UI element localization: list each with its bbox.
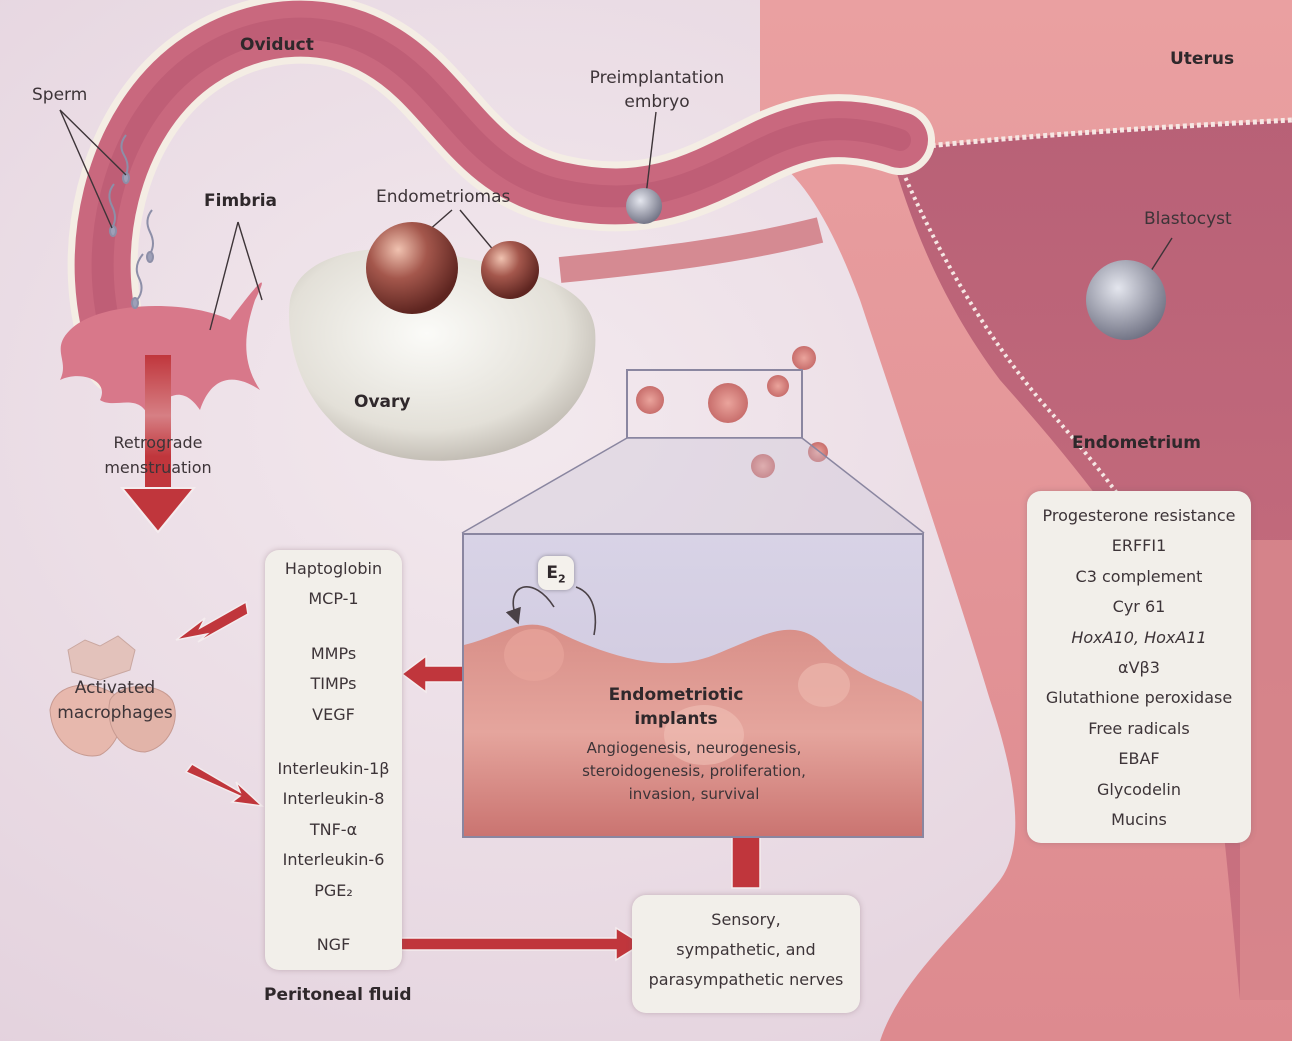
nerves-line1: Sensory, [711,910,781,929]
factor-item: MMPs [310,643,357,663]
label-oviduct: Oviduct [240,35,314,55]
endometrium-item: Free radicals [1088,718,1190,738]
nerves-line3: parasympathetic nerves [648,970,844,989]
macrophages-shape [49,635,176,757]
label-preimplantation-line2: embryo [624,92,690,112]
label-uterus: Uterus [1170,49,1235,69]
estradiol-subscript: 2 [557,572,566,586]
endometrium-item: ERFFI1 [1111,536,1167,556]
endometrium-item: EBAF [1118,749,1160,769]
endometrium-item: Glycodelin [1097,779,1181,799]
factor-item: Interleukin-8 [282,789,385,809]
implants-title-line1: Endometriotic [608,685,744,705]
factor-item: VEGF [312,704,355,724]
peritoneal-implants [636,346,828,478]
factor-item: Interleukin-1β [277,759,390,779]
endometrium-item: αVβ3 [1118,658,1160,678]
endometrium-item: Progesterone resistance [1042,506,1236,525]
factor-item: Haptoglobin [284,559,383,578]
endometrioma-large [366,222,458,314]
estradiol-badge: E2 [538,556,574,590]
label-preimplantation-embryo: Preimplantation embryo [572,66,742,114]
implants-desc-line3: invasion, survival [628,785,760,803]
implant-surface [464,586,922,836]
factor-item: NGF [316,935,351,955]
label-retrograde-menstruation: Retrograde menstruation [96,430,220,480]
label-preimplantation-line1: Preimplantation [589,68,725,88]
implants-title-line2: implants [634,709,718,729]
peritoneal-fluid-box: Haptoglobin MCP-1 MMPs TIMPs VEGF Interl… [265,550,402,970]
label-peritoneal-fluid: Peritoneal fluid [264,985,412,1005]
estradiol-base: E [546,563,558,583]
factor-item: Interleukin-6 [282,850,385,870]
group-remodeling: MMPs TIMPs VEGF [265,639,402,730]
label-endometrium: Endometrium [1072,433,1201,453]
fimbria-shape [60,282,262,420]
group-neurotrophic: NGF [265,930,402,960]
factor-item: TIMPs [310,674,357,694]
endometriotic-implants-inset: Endometriotic implants Angiogenesis, neu… [462,533,924,838]
group-cytokines: Interleukin-1β Interleukin-8 TNF-α Inter… [265,754,402,906]
label-endometriomas: Endometriomas [376,187,511,207]
label-ovary: Ovary [354,392,411,412]
factor-item: MCP-1 [308,589,359,609]
label-macrophages-line1: Activated [74,678,156,698]
implants-description: Angiogenesis, neurogenesis, steroidogene… [494,737,894,806]
endometrioma-small [481,241,539,299]
zoom-projection [462,438,924,533]
retrograde-arrow [119,355,197,534]
endometrium-item: C3 complement [1075,566,1203,586]
endometrium-item: Mucins [1111,810,1167,830]
label-blastocyst: Blastocyst [1144,209,1232,229]
implants-title: Endometriotic implants [576,683,776,731]
nerves-box: Sensory, sympathetic, and parasympatheti… [632,895,860,1013]
implants-desc-line2: steroidogenesis, proliferation, [582,762,806,780]
preimplantation-embryo-shape [626,188,662,224]
blastocyst-shape [1086,260,1166,340]
factor-item: TNF-α [309,819,358,839]
zoom-region-box [626,369,803,439]
label-retrograde-line1: Retrograde [113,433,203,452]
label-macrophages-line2: macrophages [57,703,173,723]
label-retrograde-line2: menstruation [104,458,212,477]
endometrium-item: Cyr 61 [1112,597,1166,617]
oviduct-shape [67,0,935,395]
factor-item: PGE₂ [314,880,353,900]
group-acute-phase: Haptoglobin MCP-1 [265,554,402,615]
label-fimbria: Fimbria [204,191,278,211]
endometrium-item: HoxA10, HoxA11 [1071,627,1207,647]
ovary-shape [289,222,596,461]
label-sperm: Sperm [32,85,88,105]
endometrium-factors-box: Progesterone resistance ERFFI1 C3 comple… [1027,491,1251,843]
endometrium-item: Glutathione peroxidase [1045,688,1233,708]
nerves-line2: sympathetic, and [676,940,816,959]
sperm-cells [108,134,154,309]
label-activated-macrophages: Activated macrophages [50,676,180,726]
implants-desc-line1: Angiogenesis, neurogenesis, [586,739,802,757]
